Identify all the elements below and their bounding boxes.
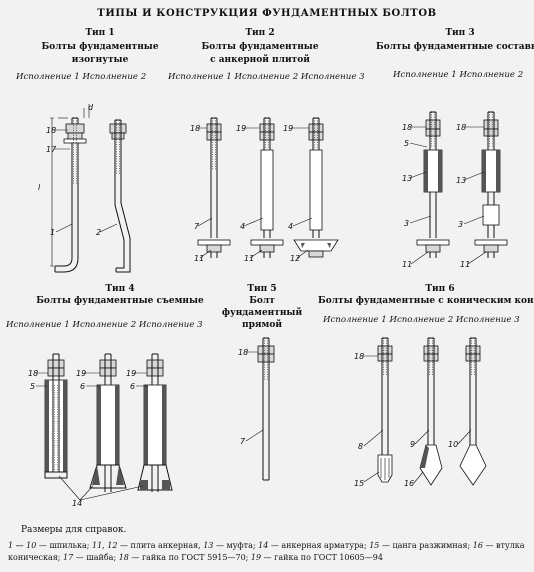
type-4-label: Тип 4 [105, 284, 135, 294]
callout-19: 19 [236, 124, 246, 133]
legend-text: — анкерная арматура; [268, 541, 370, 550]
type-1-name: Болты фундаментные [41, 42, 159, 52]
callout-12: 12 [290, 254, 300, 263]
callout-1: 1 [50, 228, 55, 237]
legend-item: 17 [63, 553, 74, 562]
legend-item: 15 [369, 541, 380, 550]
callout-numbers: 18 17 1 2 d l 18 19 19 7 4 4 11 11 12 18… [28, 103, 470, 508]
callout-18: 18 [402, 123, 412, 132]
legend: 1 — 10 — шпилька; 11, 12 — плита анкерна… [8, 540, 528, 564]
legend-text: — муфта; [213, 541, 259, 550]
type-2-label: Тип 2 [245, 28, 275, 38]
callout-7: 7 [194, 222, 200, 231]
callout-18: 18 [190, 124, 200, 133]
type-6-name: Болты фундаментные с коническим концом [318, 296, 534, 306]
callout-18: 18 [28, 369, 38, 378]
callout-6: 6 [130, 382, 135, 391]
callout-8: 8 [358, 442, 363, 451]
callout-9: 9 [410, 440, 415, 449]
legend-text: — гайка по ГОСТ 10605—94 [261, 553, 383, 562]
callout-14: 14 [72, 499, 82, 508]
legend-text: — гайка по ГОСТ 5915—70; [128, 553, 251, 562]
type-1-variant-2-bolt [109, 119, 131, 273]
callout-4: 4 [288, 222, 293, 231]
callout-19: 19 [126, 369, 136, 378]
callout-18: 18 [456, 123, 466, 132]
type-6-variant-1-bolt [377, 337, 393, 483]
type-3-variant-2-bolt [474, 111, 508, 258]
type-4-variant-3-bolt [137, 353, 173, 492]
type-4-variant-2-bolt [89, 353, 127, 492]
type-5-label: Тип 5 [247, 284, 277, 294]
type-3-variant-1-bolt [416, 111, 450, 258]
callout-4: 4 [240, 222, 245, 231]
type-1-variant-1-bolt [50, 104, 90, 273]
type-1-name-2: изогнутые [71, 55, 129, 65]
legend-item: 11, 12 [92, 541, 118, 550]
type-5-name-3: прямой [241, 320, 283, 330]
type-3-variants: Исполнение 1 Исполнение 2 [393, 70, 524, 80]
legend-text: — плита анкерная, [117, 541, 204, 550]
page-title: ТИПЫ И КОНСТРУКЦИЯ ФУНДАМЕНТНЫХ БОЛТОВ [97, 8, 437, 19]
callout-5: 5 [30, 382, 35, 391]
callout-10: 10 [448, 440, 458, 449]
callout-13: 13 [402, 174, 412, 183]
type-5-bolt [257, 337, 275, 481]
legend-text: — шайба; [73, 553, 119, 562]
callout-2: 2 [96, 228, 101, 237]
callout-7: 7 [240, 437, 246, 446]
type-1-variants: Исполнение 1 Исполнение 2 [16, 72, 147, 82]
callout-19: 19 [283, 124, 293, 133]
type-2-name-2: с анкерной плитой [210, 55, 310, 65]
legend-item: 16 [472, 541, 483, 550]
callout-5: 5 [404, 139, 409, 148]
callout-18: 18 [46, 126, 56, 135]
type-6-variant-3-bolt [459, 337, 487, 486]
callout-11: 11 [460, 260, 470, 269]
legend-item: 14 [258, 541, 269, 550]
type-2-variant-2-bolt [250, 117, 284, 258]
legend-item: 1 — 10 [8, 541, 37, 550]
type-2-variants: Исполнение 1 Исполнение 2 Исполнение 3 [168, 72, 365, 82]
type-4-variant-1-bolt [44, 353, 68, 479]
legend-item: 18 [118, 553, 129, 562]
type-6-variant-2-bolt [419, 337, 443, 486]
dim-d: d [88, 103, 94, 112]
legend-item: 13 [203, 541, 214, 550]
legend-text: — цанга разжимная; [379, 541, 473, 550]
callout-19: 19 [76, 369, 86, 378]
legend-item: 19 [250, 553, 262, 562]
reference-note: Размеры для справок. [21, 525, 127, 535]
callout-18: 18 [354, 352, 364, 361]
callout-17: 17 [46, 145, 57, 154]
type-3-name: Болты фундаментные составные [376, 42, 534, 52]
legend-text: — втулка коническая; [8, 541, 525, 562]
type-2-variant-3-bolt [293, 117, 339, 258]
callout-11: 11 [402, 260, 412, 269]
type-4-name: Болты фундаментные съемные [36, 296, 204, 306]
type-4-variants: Исполнение 1 Исполнение 2 Исполнение 3 [6, 320, 203, 330]
type-5-name: Болт [249, 296, 275, 306]
type-2-variant-1-bolt [197, 117, 231, 258]
callout-16: 16 [404, 479, 414, 488]
callout-18: 18 [238, 348, 248, 357]
callout-13: 13 [456, 176, 466, 185]
callout-3: 3 [404, 219, 409, 228]
legend-text: — шпилька; [36, 541, 92, 550]
callout-11: 11 [194, 254, 204, 263]
callout-6: 6 [80, 382, 85, 391]
leader-lines [36, 126, 487, 501]
type-5-name-2: фундаментный [221, 308, 303, 318]
dim-l: l [38, 183, 41, 192]
type-1-label: Тип 1 [85, 28, 115, 38]
type-6-label: Тип 6 [425, 284, 455, 294]
callout-15: 15 [354, 479, 364, 488]
type-2-name: Болты фундаментные [201, 42, 319, 52]
type-6-variants: Исполнение 1 Исполнение 2 Исполнение 3 [323, 315, 520, 325]
callout-11: 11 [244, 254, 254, 263]
type-3-label: Тип 3 [445, 28, 475, 38]
callout-3: 3 [458, 220, 463, 229]
